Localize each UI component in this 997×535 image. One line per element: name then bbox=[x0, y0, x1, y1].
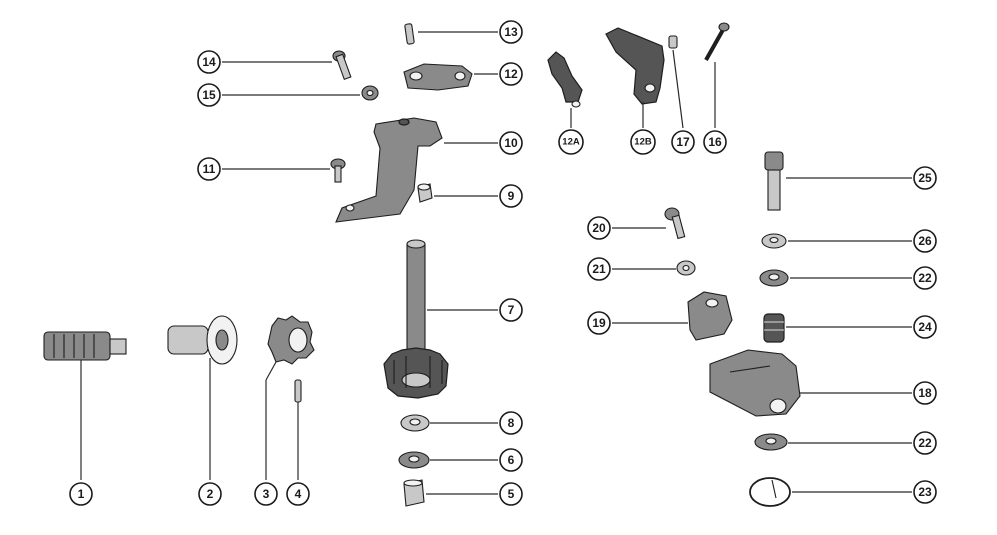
callout-19: 19 bbox=[587, 311, 611, 335]
callout-10: 10 bbox=[499, 131, 523, 155]
callout-20: 20 bbox=[587, 216, 611, 240]
svg-text:11: 11 bbox=[203, 162, 216, 176]
callout-22-lower: 22 bbox=[913, 431, 937, 455]
svg-text:12A: 12A bbox=[562, 137, 580, 148]
part-7-shaft-gear bbox=[383, 239, 449, 399]
svg-text:10: 10 bbox=[504, 136, 518, 150]
part-5-sleeve bbox=[403, 479, 425, 507]
svg-text:14: 14 bbox=[202, 55, 216, 69]
part-3-gear-knob bbox=[267, 315, 315, 365]
svg-text:18: 18 bbox=[918, 386, 932, 400]
svg-text:22: 22 bbox=[918, 271, 932, 285]
leader-lines bbox=[80, 31, 912, 495]
callout-16: 16 bbox=[703, 130, 727, 154]
svg-text:22: 22 bbox=[918, 436, 932, 450]
part-12a-small-lever bbox=[547, 51, 583, 108]
svg-text:12B: 12B bbox=[634, 137, 652, 148]
callout-18: 18 bbox=[913, 381, 937, 405]
callout-2: 2 bbox=[198, 482, 222, 506]
svg-text:9: 9 bbox=[508, 189, 515, 203]
svg-text:13: 13 bbox=[504, 25, 518, 39]
callout-23: 23 bbox=[913, 480, 937, 504]
callout-15: 15 bbox=[197, 83, 221, 107]
svg-text:16: 16 bbox=[708, 135, 722, 149]
part-20-screw bbox=[664, 207, 686, 240]
svg-text:15: 15 bbox=[202, 88, 216, 102]
part-22-washer-lower bbox=[754, 433, 788, 451]
svg-text:21: 21 bbox=[592, 262, 606, 276]
part-11-screw bbox=[330, 158, 346, 183]
svg-text:4: 4 bbox=[295, 487, 302, 501]
callout-12: 12 bbox=[499, 62, 523, 86]
svg-text:24: 24 bbox=[918, 320, 932, 334]
callout-26: 26 bbox=[913, 229, 937, 253]
part-12-lever-arm bbox=[403, 63, 473, 91]
svg-text:23: 23 bbox=[918, 485, 932, 499]
svg-text:19: 19 bbox=[592, 316, 606, 330]
svg-text:5: 5 bbox=[508, 487, 515, 501]
svg-text:7: 7 bbox=[508, 303, 515, 317]
part-16-long-screw bbox=[704, 22, 730, 61]
part-2-flanged-bushing bbox=[167, 315, 238, 365]
part-19-clamp-block bbox=[687, 291, 733, 341]
part-1-threaded-stud bbox=[43, 331, 127, 361]
part-25-bolt bbox=[764, 151, 784, 211]
svg-text:26: 26 bbox=[918, 234, 932, 248]
callout-12a: 12A bbox=[558, 129, 584, 155]
svg-text:3: 3 bbox=[263, 487, 270, 501]
callout-24: 24 bbox=[913, 315, 937, 339]
part-26-lock-washer bbox=[761, 233, 787, 249]
callout-12b: 12B bbox=[630, 129, 656, 155]
part-17-sleeve bbox=[668, 35, 678, 49]
callout-7: 7 bbox=[499, 298, 523, 322]
part-14-screw bbox=[332, 50, 352, 81]
svg-text:17: 17 bbox=[676, 135, 690, 149]
part-6-washer bbox=[398, 451, 430, 469]
callout-4: 4 bbox=[286, 482, 310, 506]
part-23-clip-ring bbox=[749, 477, 791, 507]
callout-9: 9 bbox=[499, 184, 523, 208]
callout-1: 1 bbox=[69, 482, 93, 506]
callout-22-upper: 22 bbox=[913, 266, 937, 290]
part-12b-lever-bracket bbox=[605, 27, 665, 105]
callout-14: 14 bbox=[197, 50, 221, 74]
part-22-washer-upper bbox=[759, 269, 789, 287]
part-21-nut bbox=[676, 260, 696, 276]
callout-25: 25 bbox=[913, 166, 937, 190]
callout-3: 3 bbox=[254, 482, 278, 506]
callout-11: 11 bbox=[197, 157, 221, 181]
leader-3 bbox=[265, 361, 277, 381]
callout-5: 5 bbox=[499, 482, 523, 506]
svg-text:2: 2 bbox=[207, 487, 214, 501]
svg-text:1: 1 bbox=[78, 487, 85, 501]
part-18-housing bbox=[709, 349, 801, 417]
callout-8: 8 bbox=[499, 411, 523, 435]
svg-text:12: 12 bbox=[504, 67, 518, 81]
part-10-bracket bbox=[335, 117, 443, 223]
part-4-pin bbox=[294, 379, 302, 403]
callout-6: 6 bbox=[499, 448, 523, 472]
callout-17: 17 bbox=[671, 130, 695, 154]
svg-text:6: 6 bbox=[508, 453, 515, 467]
svg-text:8: 8 bbox=[508, 416, 515, 430]
part-8-flat-washer bbox=[400, 414, 430, 432]
part-15-nut bbox=[361, 85, 379, 101]
part-9-bushing bbox=[417, 183, 433, 203]
callout-13: 13 bbox=[499, 20, 523, 44]
part-13-pin bbox=[404, 23, 415, 45]
part-24-spacer bbox=[763, 313, 785, 343]
svg-text:25: 25 bbox=[918, 171, 932, 185]
callout-21: 21 bbox=[587, 257, 611, 281]
svg-text:20: 20 bbox=[592, 221, 606, 235]
leader-17 bbox=[672, 49, 684, 129]
